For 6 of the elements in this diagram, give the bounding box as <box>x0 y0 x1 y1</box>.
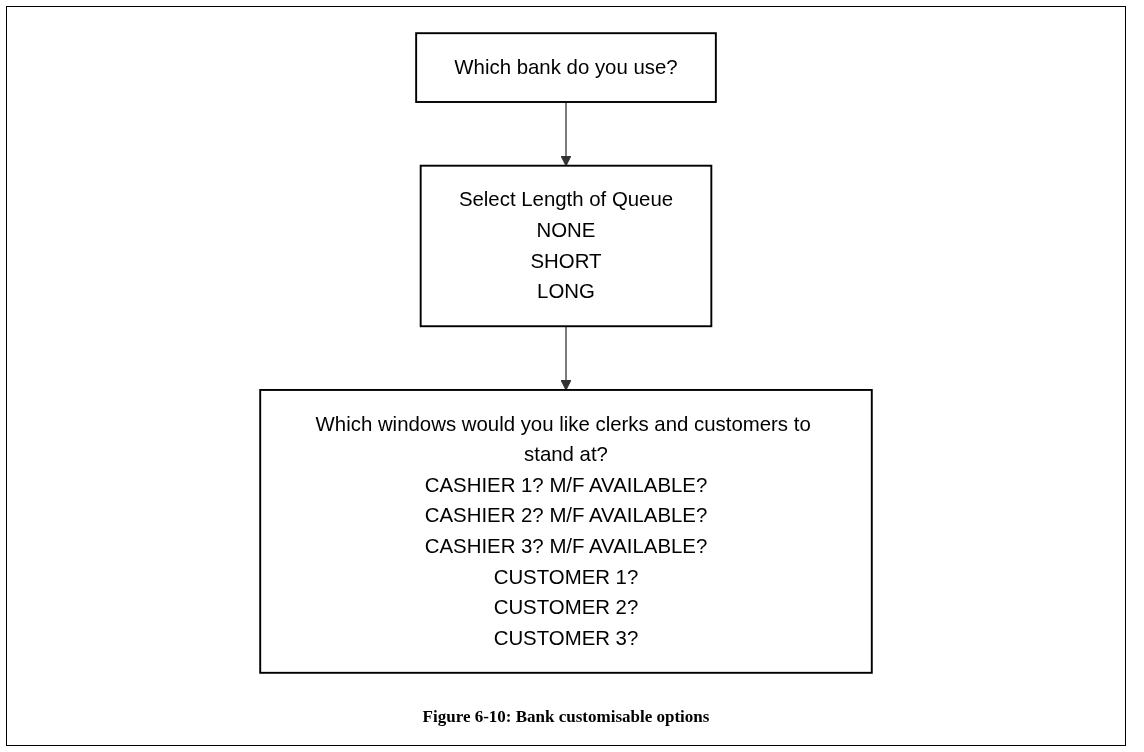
node-box: Which windows would you like clerks and customers to stand at? CASHIER 1? M/F AVAILABLE? CASHIER 2? M/F AVAILABLE? CASHIER 3? M/F AVAILABLE? CUSTOMER 1? CUSTOMER 2? CUSTOMER 3? <box>259 389 873 674</box>
figure-caption: Figure 6-10: Bank customisable options <box>422 707 710 727</box>
node-box: Select Length of Queue NONE SHORT LONG <box>419 164 713 328</box>
node-box: Which bank do you use? <box>415 32 717 103</box>
arrow <box>560 325 572 391</box>
arrow <box>560 101 572 167</box>
